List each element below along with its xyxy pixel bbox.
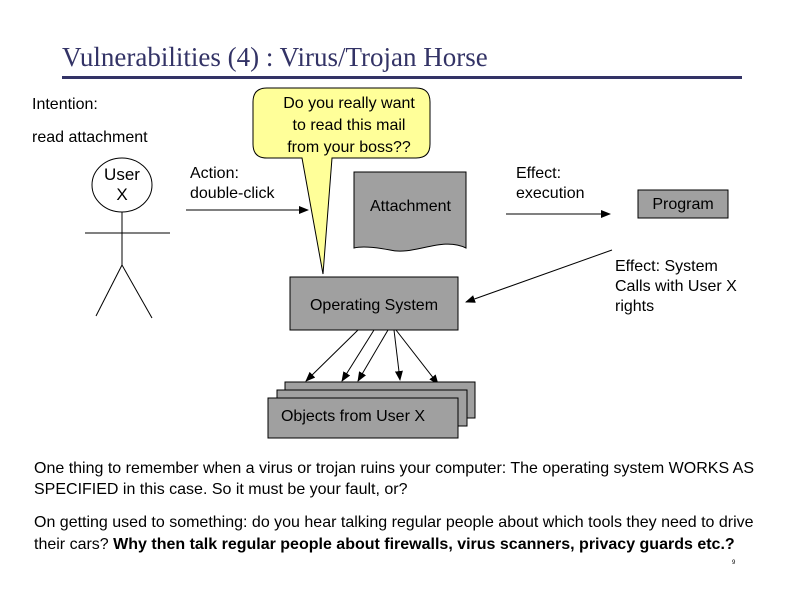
title-underline xyxy=(62,76,742,79)
note-getting-used: On getting used to something: do you hea… xyxy=(34,512,754,556)
user-label-line2: X xyxy=(116,185,128,204)
action-label-line2: double-click xyxy=(190,185,275,202)
effect-execution-label: Effect: execution xyxy=(516,164,585,204)
effect1-line1: Effect: xyxy=(516,165,562,182)
callout-line1: Do you really want xyxy=(283,95,415,112)
note2-bold: Why then talk regular people about firew… xyxy=(113,536,735,553)
program-box xyxy=(637,189,729,219)
stick-figure-icon xyxy=(85,157,170,319)
intention-label: Intention: xyxy=(32,96,98,113)
page-number: 9 xyxy=(732,560,736,566)
effect2-line1: Effect: System xyxy=(615,258,718,275)
effect-system-calls-label: Effect: System Calls with User X rights xyxy=(615,257,737,317)
user-label: User X xyxy=(92,165,152,205)
objects-box-front xyxy=(267,397,459,439)
callout-line3: from your boss?? xyxy=(287,139,411,156)
effect2-line2: Calls with User X xyxy=(615,278,737,295)
callout-text: Do you really want to read this mail fro… xyxy=(264,93,434,159)
os-arrow-3 xyxy=(357,329,389,382)
speech-callout xyxy=(252,87,431,275)
attachment-document-shape xyxy=(353,171,467,252)
attachment-label: Attachment xyxy=(370,198,451,215)
effect1-line2: execution xyxy=(516,185,585,202)
os-arrow-1 xyxy=(305,329,359,382)
os-arrow-2 xyxy=(341,329,375,382)
os-arrow-4 xyxy=(393,329,403,381)
program-label: Program xyxy=(652,196,714,213)
callout-line2: to read this mail xyxy=(292,117,406,134)
note2-plain: On getting used to something: do you hea… xyxy=(34,514,754,553)
system-calls-arrow xyxy=(465,249,613,303)
effect2-line3: rights xyxy=(615,298,655,315)
note-remember: One thing to remember when a virus or tr… xyxy=(34,460,755,498)
os-arrow-5 xyxy=(395,329,439,385)
user-label-line1: User xyxy=(104,165,140,184)
os-label: Operating System xyxy=(309,297,439,314)
intention-value: read attachment xyxy=(32,129,148,146)
slide-title: Vulnerabilities (4) : Virus/Trojan Horse xyxy=(62,42,488,72)
objects-label: Objects from User X xyxy=(280,408,426,425)
action-label-line1: Action: xyxy=(190,165,239,182)
action-label: Action: double-click xyxy=(190,164,274,204)
